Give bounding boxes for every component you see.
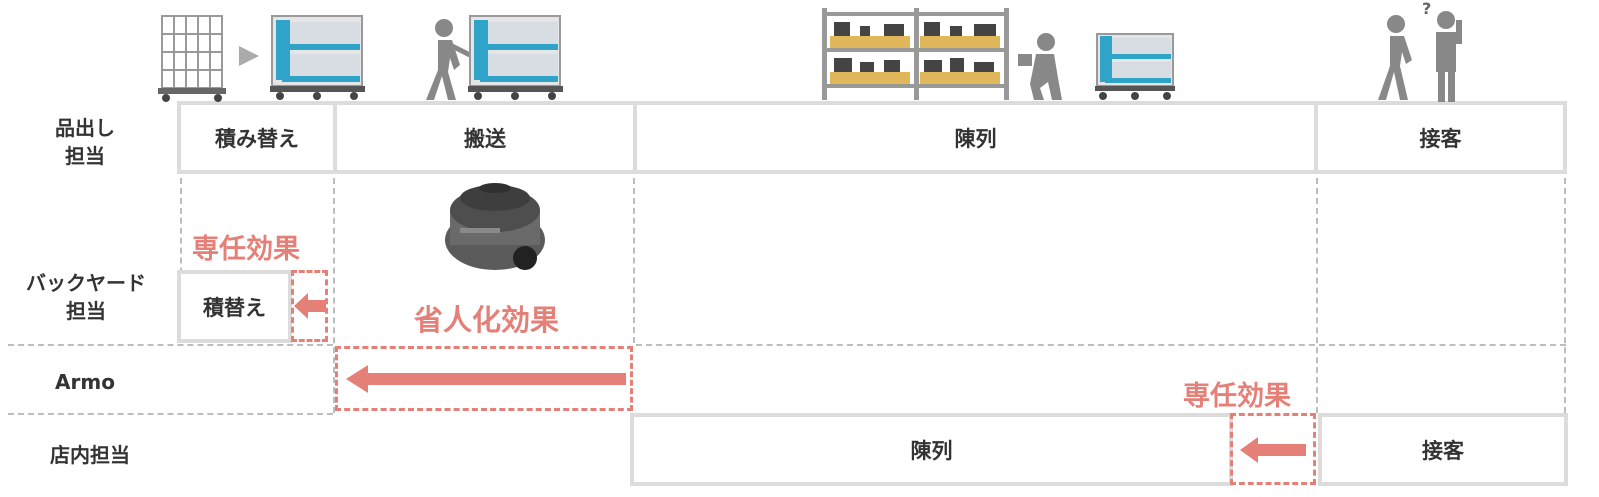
left-arrow-icon [1240,437,1306,463]
effect-label-dedicated: 専任効果 [1183,381,1291,412]
loaded-cart-icon [270,15,365,100]
task-box-store-display: 陳列 [630,413,1233,486]
task-box-store-customer: 接客 [1318,413,1568,486]
arrow-right-icon [239,46,259,66]
store-shelf-icon [822,8,1009,100]
row-label-store: 店内担当 [50,443,130,467]
loaded-cart-icon [1095,33,1175,100]
row-label-armo: Armo [55,370,115,394]
armo-robot-icon [445,183,545,270]
task-box-transport: 搬送 [333,101,637,174]
shift-arrow-frame [291,270,328,342]
row-label-backyard: バックヤード 担当 [26,271,146,323]
row-separator [8,344,333,346]
customer-service-icon: ? [1378,0,1462,102]
left-arrow-icon [346,365,626,393]
empty-cart-icon [158,15,226,102]
worker-crouching-icon [1018,33,1062,100]
task-box-customer: 接客 [1314,101,1567,174]
effect-label-dedicated: 専任効果 [192,234,300,265]
guide-line [1316,178,1318,413]
worker-pushing-cart-icon [426,15,563,100]
task-box-display: 陳列 [633,101,1318,174]
row-separator [8,413,333,415]
guide-line [633,178,635,343]
guide-line [180,178,182,343]
armo-transport-frame [335,346,633,411]
guide-line [1564,178,1566,413]
task-box-restack: 積み替え [177,101,337,174]
task-box-backyard-restack: 積替え [177,270,292,343]
left-arrow-icon [294,293,326,319]
guide-line [333,178,335,413]
row-label-picking: 品出し 担当 [55,116,115,168]
svg-text:?: ? [1422,0,1431,18]
row-separator [636,344,1566,346]
shift-arrow-frame [1230,413,1316,485]
effect-label-labor-saving: 省人化効果 [414,303,560,337]
